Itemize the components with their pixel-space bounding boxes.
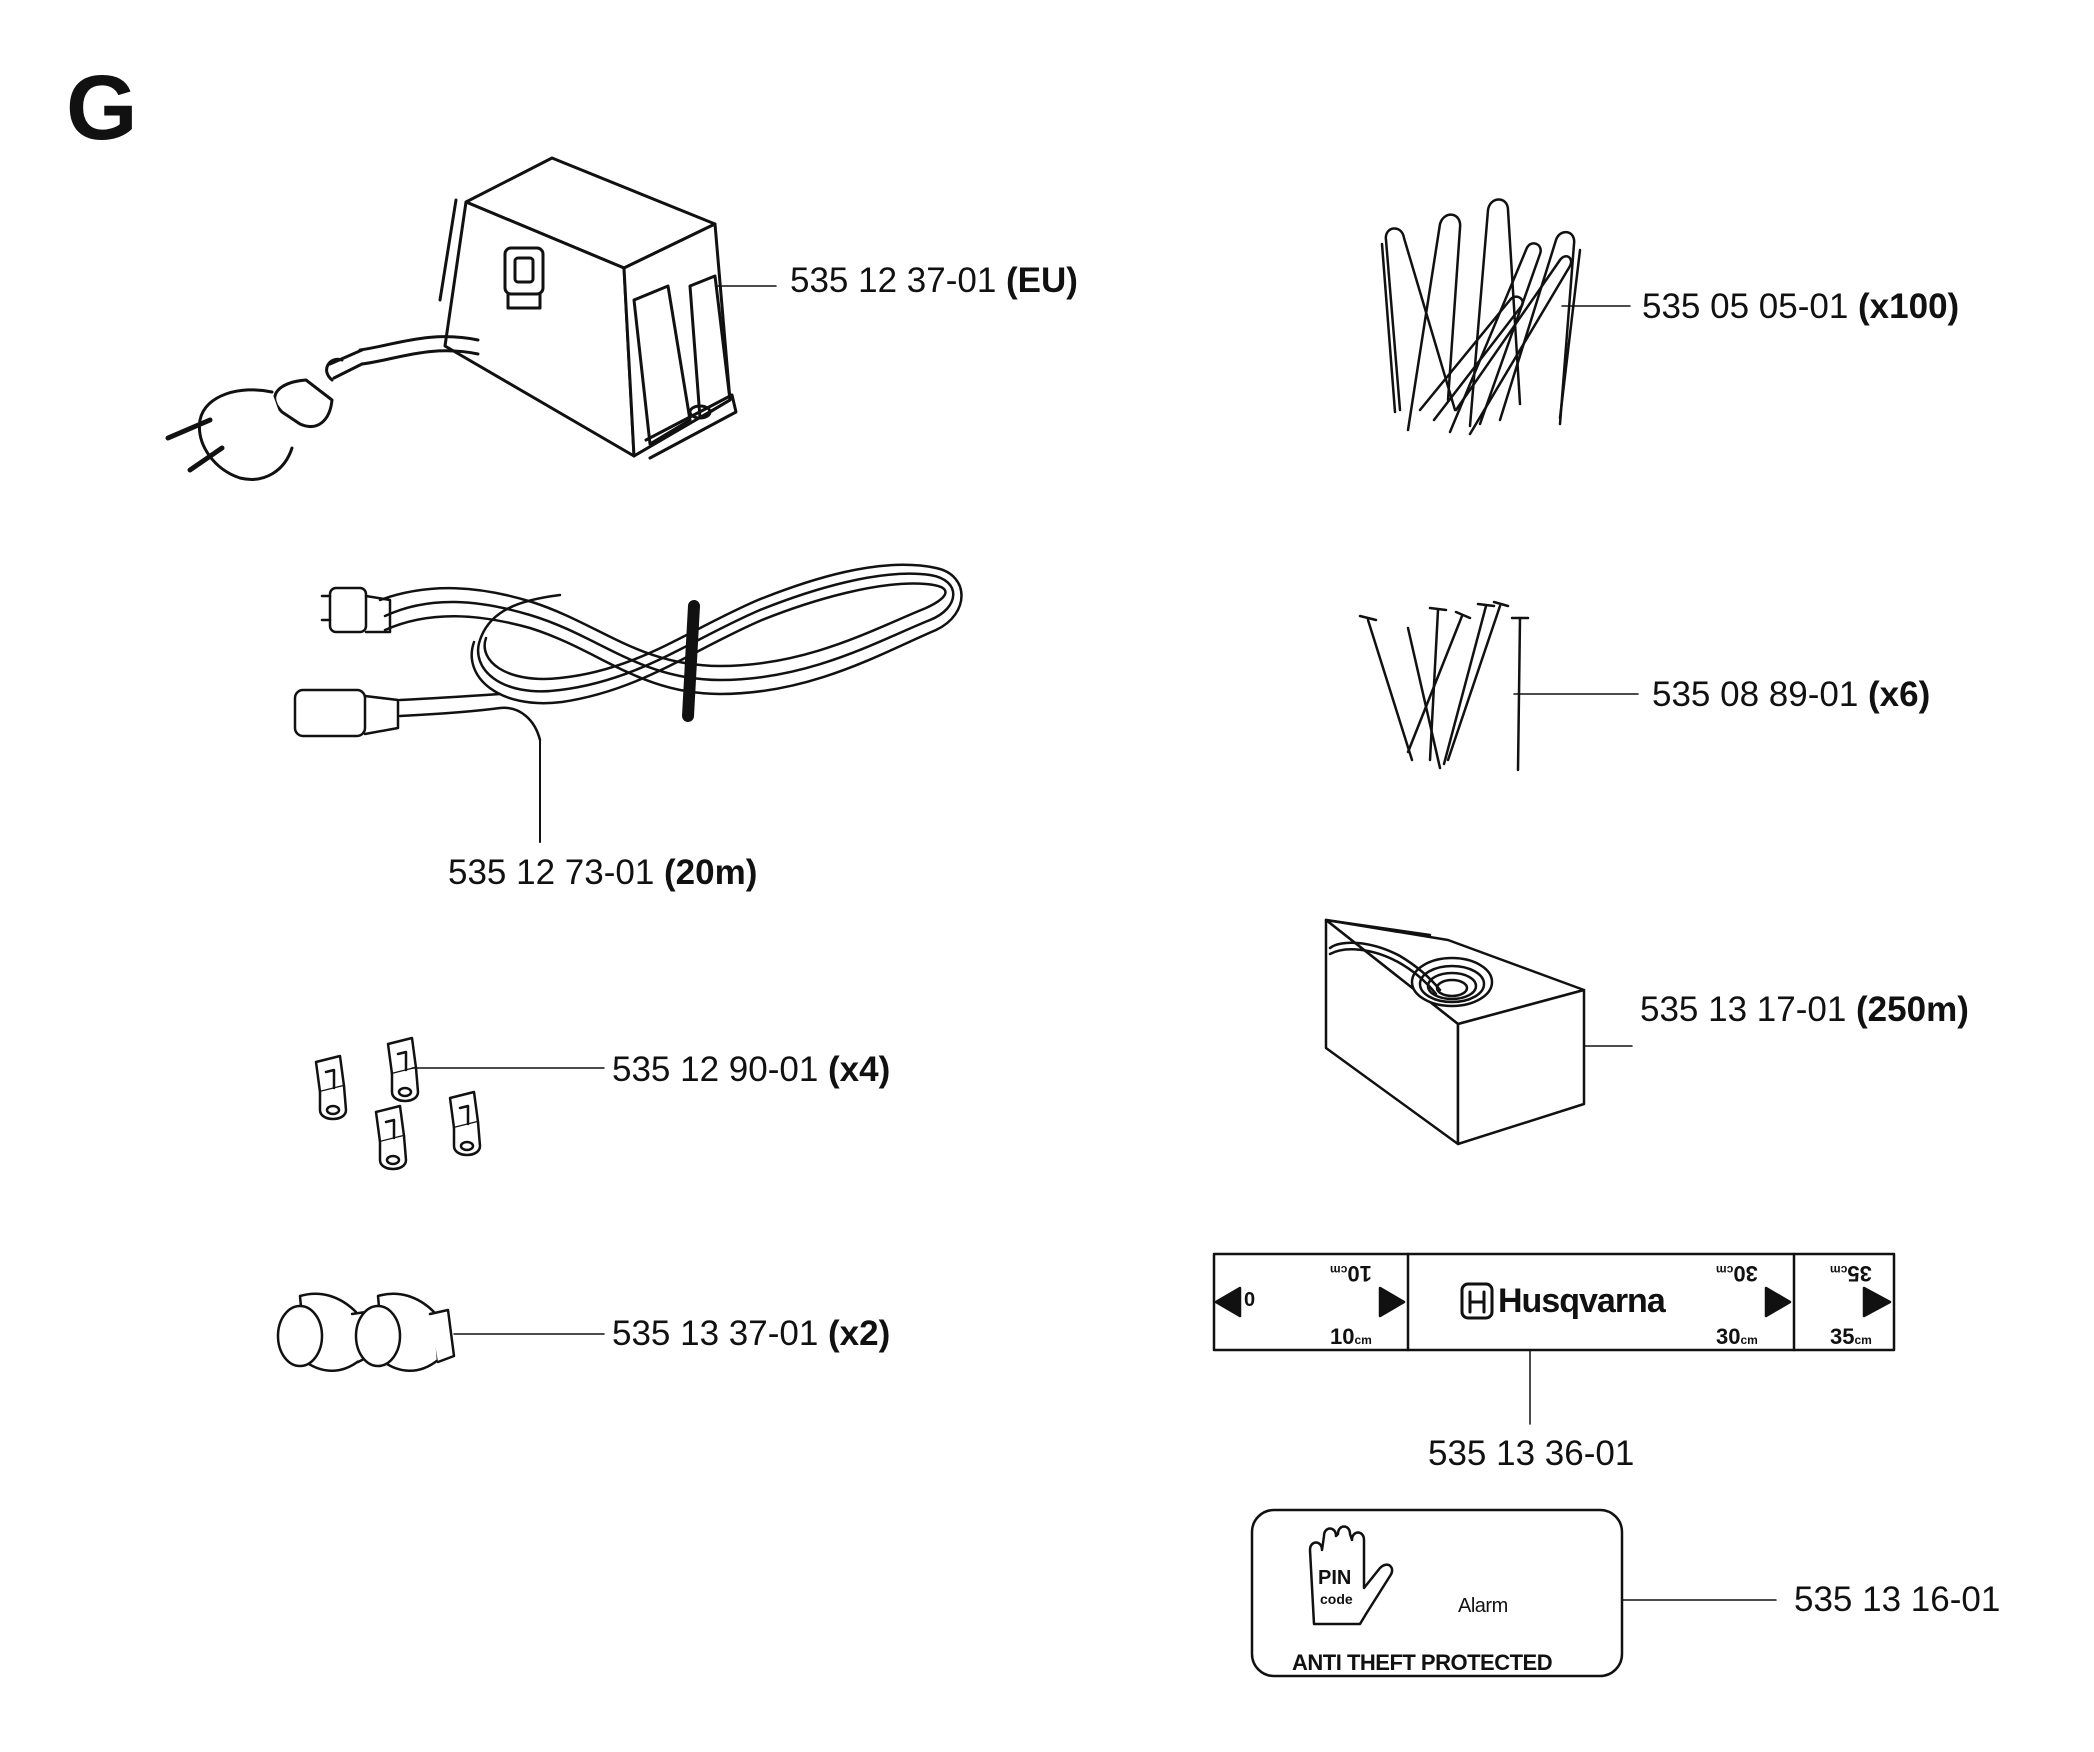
part-label-nails: 535 08 89-01 (x6)	[1652, 677, 1930, 712]
part-label-gauge: 535 13 36-01	[1428, 1436, 1634, 1471]
part-label-connectors: 535 12 90-01 (x4)	[612, 1052, 890, 1087]
part-number: 535 12 37-01	[790, 261, 997, 300]
gauge-mark-30-top: 30cm	[1716, 1261, 1758, 1286]
gauge-illustration	[1212, 1252, 1896, 1352]
part-label-transformer: 535 12 37-01 (EU)	[790, 263, 1078, 298]
decal-alarm: Alarm	[1458, 1595, 1508, 1617]
gauge-brand: Husqvarna	[1498, 1282, 1666, 1320]
wire-box-illustration	[1324, 918, 1586, 1146]
part-number: 535 13 17-01	[1640, 990, 1847, 1029]
part-number: 535 05 05-01	[1642, 287, 1849, 326]
part-qualifier: (x2)	[828, 1314, 891, 1353]
part-label-staples: 535 05 05-01 (x100)	[1642, 289, 1959, 324]
gauge-mark-10-bottom: 10cm	[1330, 1324, 1372, 1349]
part-label-decal: 535 13 16-01	[1794, 1582, 2000, 1617]
decal-caption: ANTI THEFT PROTECTED	[1292, 1650, 1553, 1675]
gauge-mark-0: 0	[1244, 1289, 1256, 1311]
cable-coil-illustration	[293, 563, 963, 843]
section-letter: G	[66, 57, 138, 159]
part-number: 535 13 16-01	[1794, 1580, 2001, 1619]
part-qualifier: (x6)	[1868, 675, 1931, 714]
gauge-mark-30-bottom: 30cm	[1716, 1324, 1758, 1349]
part-label-boundary-wire: 535 13 17-01 (250m)	[1640, 992, 1969, 1027]
staples-illustration	[1380, 198, 1582, 436]
couplers-illustration	[276, 1292, 456, 1372]
part-label-cable: 535 12 73-01 (20m)	[448, 855, 757, 890]
part-number: 535 13 36-01	[1428, 1434, 1635, 1473]
decal-illustration	[1250, 1508, 1624, 1678]
part-qualifier: (x4)	[828, 1050, 891, 1089]
gauge-mark-10-top: 10cm	[1330, 1261, 1372, 1286]
part-qualifier: (x100)	[1858, 287, 1960, 326]
part-label-couplers: 535 13 37-01 (x2)	[612, 1316, 890, 1351]
decal-code: code	[1320, 1591, 1353, 1607]
gauge-mark-35-top: 35cm	[1830, 1261, 1872, 1286]
part-qualifier: (250m)	[1856, 990, 1969, 1029]
connectors-illustration	[314, 1036, 482, 1171]
nails-illustration	[1358, 600, 1530, 772]
gauge-mark-35-bottom: 35cm	[1830, 1324, 1872, 1349]
part-number: 535 08 89-01	[1652, 675, 1859, 714]
part-number: 535 13 37-01	[612, 1314, 819, 1353]
decal-pin: PIN	[1318, 1567, 1352, 1589]
leader-lines	[411, 285, 1777, 1601]
part-qualifier: (20m)	[664, 853, 758, 892]
part-qualifier: (EU)	[1006, 261, 1078, 300]
transformer-illustration	[165, 156, 738, 481]
part-number: 535 12 90-01	[612, 1050, 819, 1089]
part-number: 535 12 73-01	[448, 853, 655, 892]
